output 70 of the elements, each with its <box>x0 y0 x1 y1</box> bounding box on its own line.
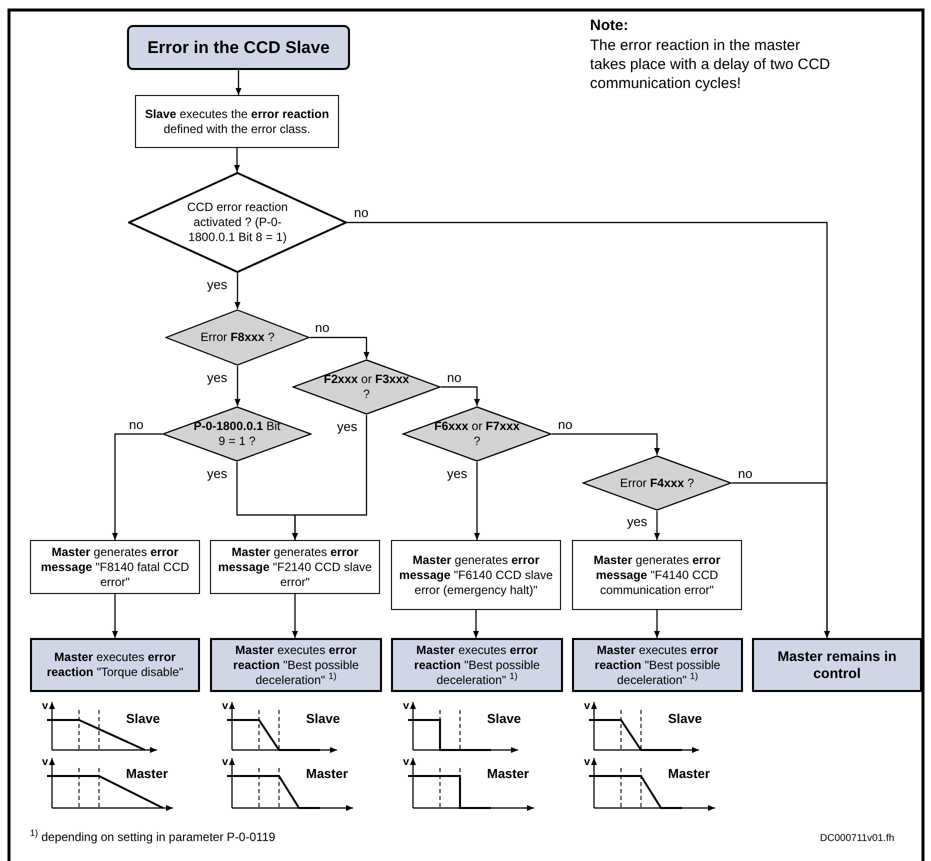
decision-text: Error F8xxx ? <box>200 330 275 345</box>
decision-diamond <box>582 455 732 511</box>
box-text: Master executes error reaction "Best possible deceleration" $^{1)}$ <box>232 642 360 688</box>
axis-label: v <box>403 699 410 714</box>
note-heading: Note: <box>590 16 628 35</box>
arrow <box>236 70 242 95</box>
arrow <box>234 366 240 406</box>
decision-diamond <box>292 359 441 415</box>
box-text: Slave executes the error reaction defined with the error class. <box>144 106 330 136</box>
document-id: DC000711v01.fh <box>820 832 894 846</box>
arrow <box>112 594 118 638</box>
decision-text: F2xxx or F3xxx ? <box>322 372 410 402</box>
box-text: Master generates error message "F2140 CCD slave error" <box>217 544 373 590</box>
box-text: Master generates error message "F8140 fatal CCD error" <box>40 544 190 590</box>
process-box <box>210 540 380 594</box>
axis-label: v <box>42 755 48 770</box>
result-box <box>572 638 743 692</box>
arrow <box>234 273 240 309</box>
graph-title: Slave <box>668 711 702 727</box>
process-box <box>30 540 200 594</box>
note-text: The error reaction in the master takes place with a delay of two CCD communication cycles! <box>590 36 832 93</box>
box-text: Master executes error reaction "Best possible deceleration" $^{1)}$ <box>413 642 541 688</box>
arrow <box>473 610 479 638</box>
axis-label: v <box>222 699 228 714</box>
result-box <box>391 638 563 692</box>
box-text: Master generates error message "F6140 CCD slave error (emergency halt)" <box>398 552 554 598</box>
graph-title: Slave <box>306 711 340 727</box>
axis-label: v <box>584 755 590 770</box>
start-box <box>127 25 350 70</box>
graph-title: Master <box>126 766 168 782</box>
result-box <box>210 638 382 692</box>
graph-title: Master <box>306 766 348 782</box>
graph-title: Slave <box>126 711 160 727</box>
footnote: $^{1)}$ depending on setting in parameter P-0-0119 <box>30 829 276 845</box>
box-text: Master remains in control <box>776 648 898 682</box>
box-text: Master executes error reaction "Torque disable" <box>46 650 184 680</box>
decision-diamond <box>165 309 310 366</box>
decision-text: P-0-1800.0.1 Bit 9 = 1 ? <box>192 419 282 449</box>
decision-diamond <box>128 172 347 273</box>
arrow <box>654 511 660 540</box>
graph-title: Master <box>487 766 529 782</box>
graph-title: Slave <box>487 711 521 727</box>
decision-text: CCD error reaction activated ? (P-0-1800.0.1 Bit 8 = 1) <box>186 200 289 245</box>
start-text: Error in the CCD Slave <box>147 38 330 58</box>
arrow <box>234 148 240 172</box>
decision-diamond <box>162 406 312 462</box>
process-box <box>135 95 339 148</box>
result-box <box>30 638 200 692</box>
box-text: Master generates error message "F4140 CCD communication error" <box>592 552 722 598</box>
arrow <box>112 433 162 540</box>
arrow <box>292 594 298 638</box>
axis-label: v <box>584 699 590 714</box>
arrow <box>310 336 370 359</box>
arrow <box>441 386 480 406</box>
process-box <box>391 540 561 610</box>
result-box <box>752 638 922 692</box>
process-box <box>572 540 742 610</box>
graph-title: Master <box>668 766 710 782</box>
arrow <box>236 462 298 540</box>
axis-label: v <box>42 699 48 714</box>
axis-label: v <box>403 755 410 770</box>
decision-text: F6xxx or F7xxx ? <box>433 419 521 449</box>
arrow <box>474 462 480 540</box>
arrow <box>552 433 660 455</box>
arrow <box>654 610 660 638</box>
axis-label: v <box>222 755 228 770</box>
arrow <box>732 482 830 638</box>
decision-text: Error F4xxx ? <box>620 476 694 490</box>
decision-diamond <box>402 406 552 462</box>
box-text: Master executes error reaction "Best possible deceleration" $^{1)}$ <box>594 642 722 688</box>
